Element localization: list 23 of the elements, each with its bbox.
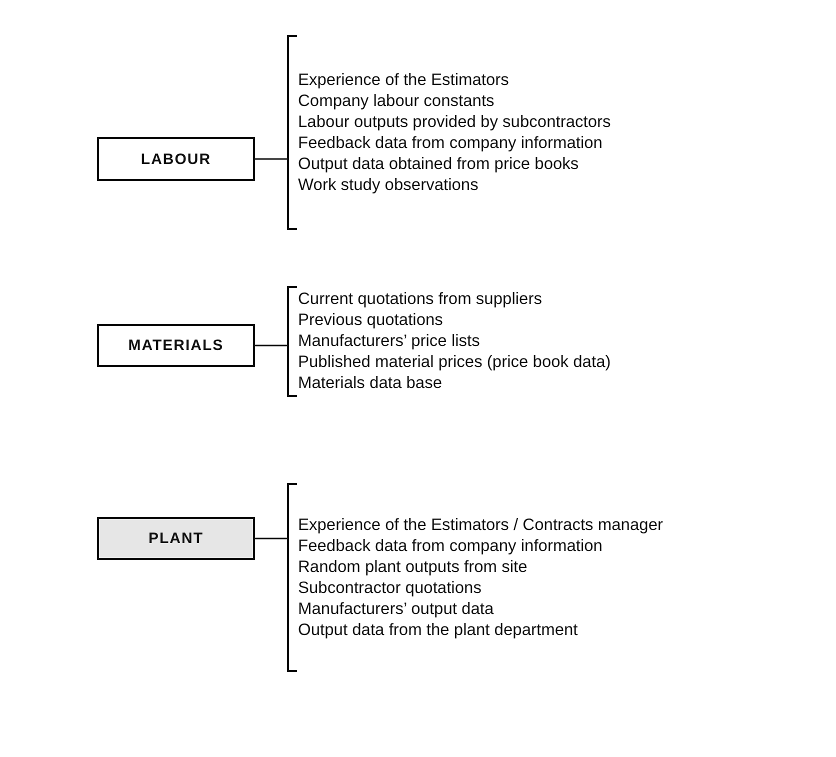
list-item: Previous quotations [298, 310, 443, 331]
list-item: Feedback data from company information [298, 132, 602, 154]
list-item: Manufacturers’ output data [298, 598, 494, 620]
category-box: MATERIALS [97, 324, 255, 367]
list-item: Company labour constants [298, 90, 494, 112]
list-item: Work study observations [298, 174, 478, 196]
list-item: Random plant outputs from site [298, 556, 528, 578]
connector-line [255, 538, 287, 540]
list-item: Experience of the Estimators [298, 70, 509, 90]
list-item: Output data obtained from price books [298, 154, 579, 174]
list-item: Manufacturers’ price lists [298, 331, 480, 352]
list-item: Current quotations from suppliers [298, 289, 542, 310]
list-item: Experience of the Estimators / Contracts manager [298, 514, 663, 536]
category-box: PLANT [97, 517, 255, 560]
list-item: Feedback data from company information [298, 536, 602, 556]
list-item: Published material prices (price book data) [298, 352, 611, 373]
list-item: Materials data base [298, 373, 442, 394]
list-item: Labour outputs provided by subcontractors [298, 112, 611, 132]
list-item: Subcontractor quotations [298, 578, 482, 598]
list-item: Output data from the plant department [298, 620, 578, 640]
category-box: LABOUR [97, 137, 255, 181]
connector-line [255, 158, 287, 160]
connector-line [255, 344, 287, 346]
